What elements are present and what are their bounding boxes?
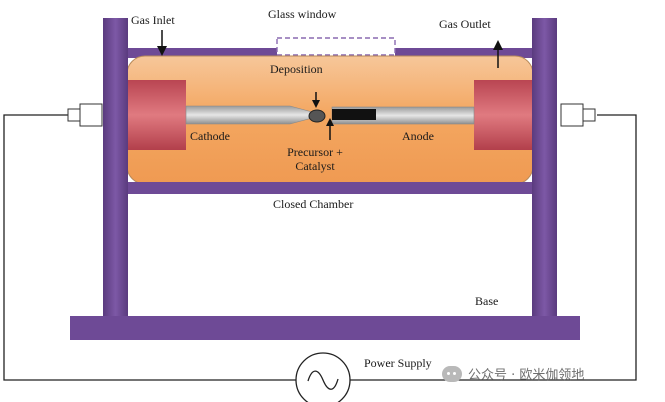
precursor-rod [332,109,376,120]
base-platform [70,316,580,340]
top-frame-right [395,48,532,58]
precursor-label-line1: Precursor + [287,145,343,159]
right-connector [560,103,596,127]
cathode-label: Cathode [190,129,230,143]
precursor-label: Precursor + Catalyst [280,145,350,173]
glass-window [276,37,396,56]
anode-label: Anode [402,129,434,143]
watermark: 公众号 · 欧米伽领地 [442,364,584,383]
circuit-wire [3,114,637,381]
precursor-label-line2: Catalyst [295,159,335,173]
deposition-blob [308,109,326,123]
deposition-arrow-icon [312,92,320,108]
cathode-block [128,80,186,150]
left-leg [103,18,128,322]
gas-inlet-label: Gas Inlet [131,13,175,27]
wechat-icon [442,365,462,382]
power-supply-label: Power Supply [364,356,432,370]
base-label: Base [475,294,499,308]
deposition-label: Deposition [270,62,323,76]
arrow-up-icon [493,40,503,68]
top-frame-left [128,48,277,58]
precursor-arrow-icon [326,118,334,140]
glass-window-label: Glass window [268,7,337,21]
cathode-rod [185,105,313,125]
bottom-frame-bar [125,182,533,194]
watermark-text: 公众号 · 欧米伽领地 [468,368,585,383]
arrow-down-icon [157,30,167,56]
left-connector [67,103,103,127]
ac-source-icon [295,352,351,402]
gas-outlet-label: Gas Outlet [439,17,491,31]
anode-block [474,80,532,150]
right-leg [532,18,557,322]
closed-chamber-label: Closed Chamber [273,197,354,211]
